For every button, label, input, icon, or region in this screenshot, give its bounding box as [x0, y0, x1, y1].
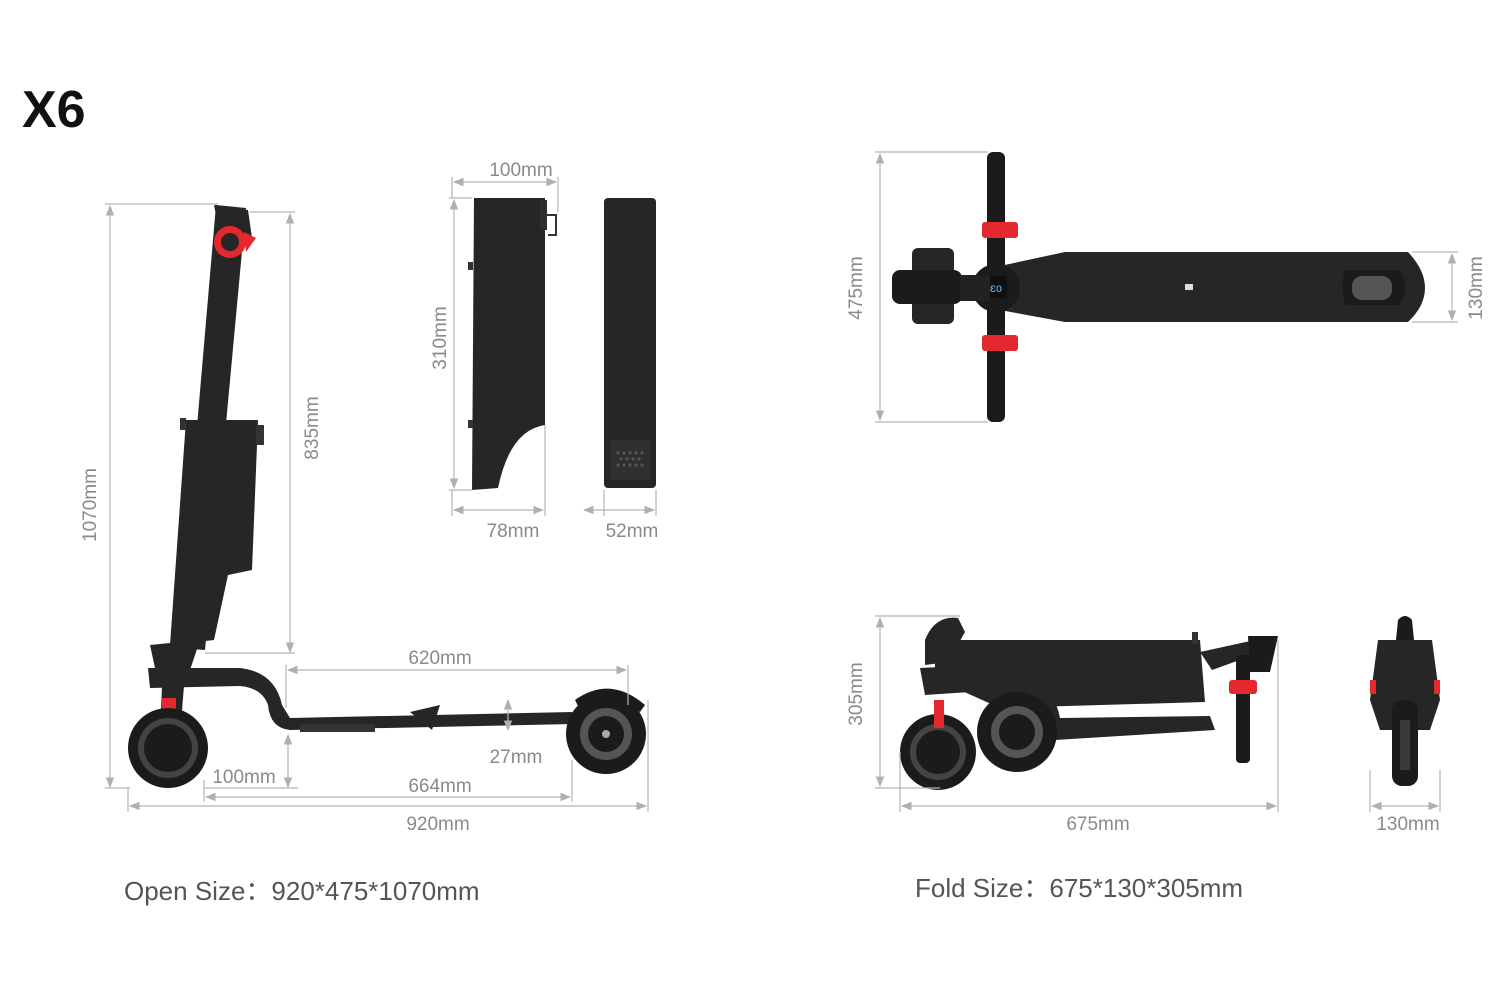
battery-on-stem: [170, 420, 258, 645]
model-title: X6: [22, 81, 86, 139]
dim-battery-thickness: 52mm: [606, 521, 659, 542]
dim-wheelbase: 664mm: [408, 776, 471, 797]
open-view-dimension-lines: [105, 203, 649, 812]
dim-fold-height: 305mm: [846, 662, 867, 725]
fold-front-dimension-lines: [1369, 770, 1441, 812]
top-view-dimension-lines: [875, 151, 1458, 423]
dim-battery-depth: 78mm: [487, 521, 540, 542]
folded-front-view: [1370, 616, 1440, 786]
dim-handlebar-width: 475mm: [846, 256, 867, 319]
dim-total-length: 920mm: [406, 814, 469, 835]
open-size-caption: Open Size：920*475*1070mm: [124, 876, 480, 906]
dim-deck-width: 130mm: [1466, 256, 1487, 319]
svg-text:ԐO: ԐO: [990, 285, 1002, 296]
battery-front-view: [604, 198, 656, 488]
dim-height-total: 1070mm: [80, 468, 101, 542]
dim-fold-width: 130mm: [1376, 814, 1439, 835]
battery-dimension-lines: [449, 177, 657, 516]
top-view: ԐO: [892, 152, 1425, 422]
dim-ground-clearance: 27mm: [490, 747, 543, 768]
folded-side-view: [900, 617, 1278, 790]
fold-size-caption: Fold Size：675*130*305mm: [915, 873, 1243, 903]
dim-fold-length: 675mm: [1066, 814, 1129, 835]
dim-battery-height: 310mm: [430, 306, 451, 369]
dim-battery-width: 100mm: [489, 160, 552, 181]
dim-stem-height: 835mm: [302, 396, 323, 459]
battery-side-view: [468, 198, 557, 490]
dim-deck-length: 620mm: [408, 648, 471, 669]
fold-side-dimension-lines: [875, 615, 1279, 812]
open-side-view: [128, 205, 646, 788]
dim-rear-offset: 100mm: [212, 767, 275, 788]
